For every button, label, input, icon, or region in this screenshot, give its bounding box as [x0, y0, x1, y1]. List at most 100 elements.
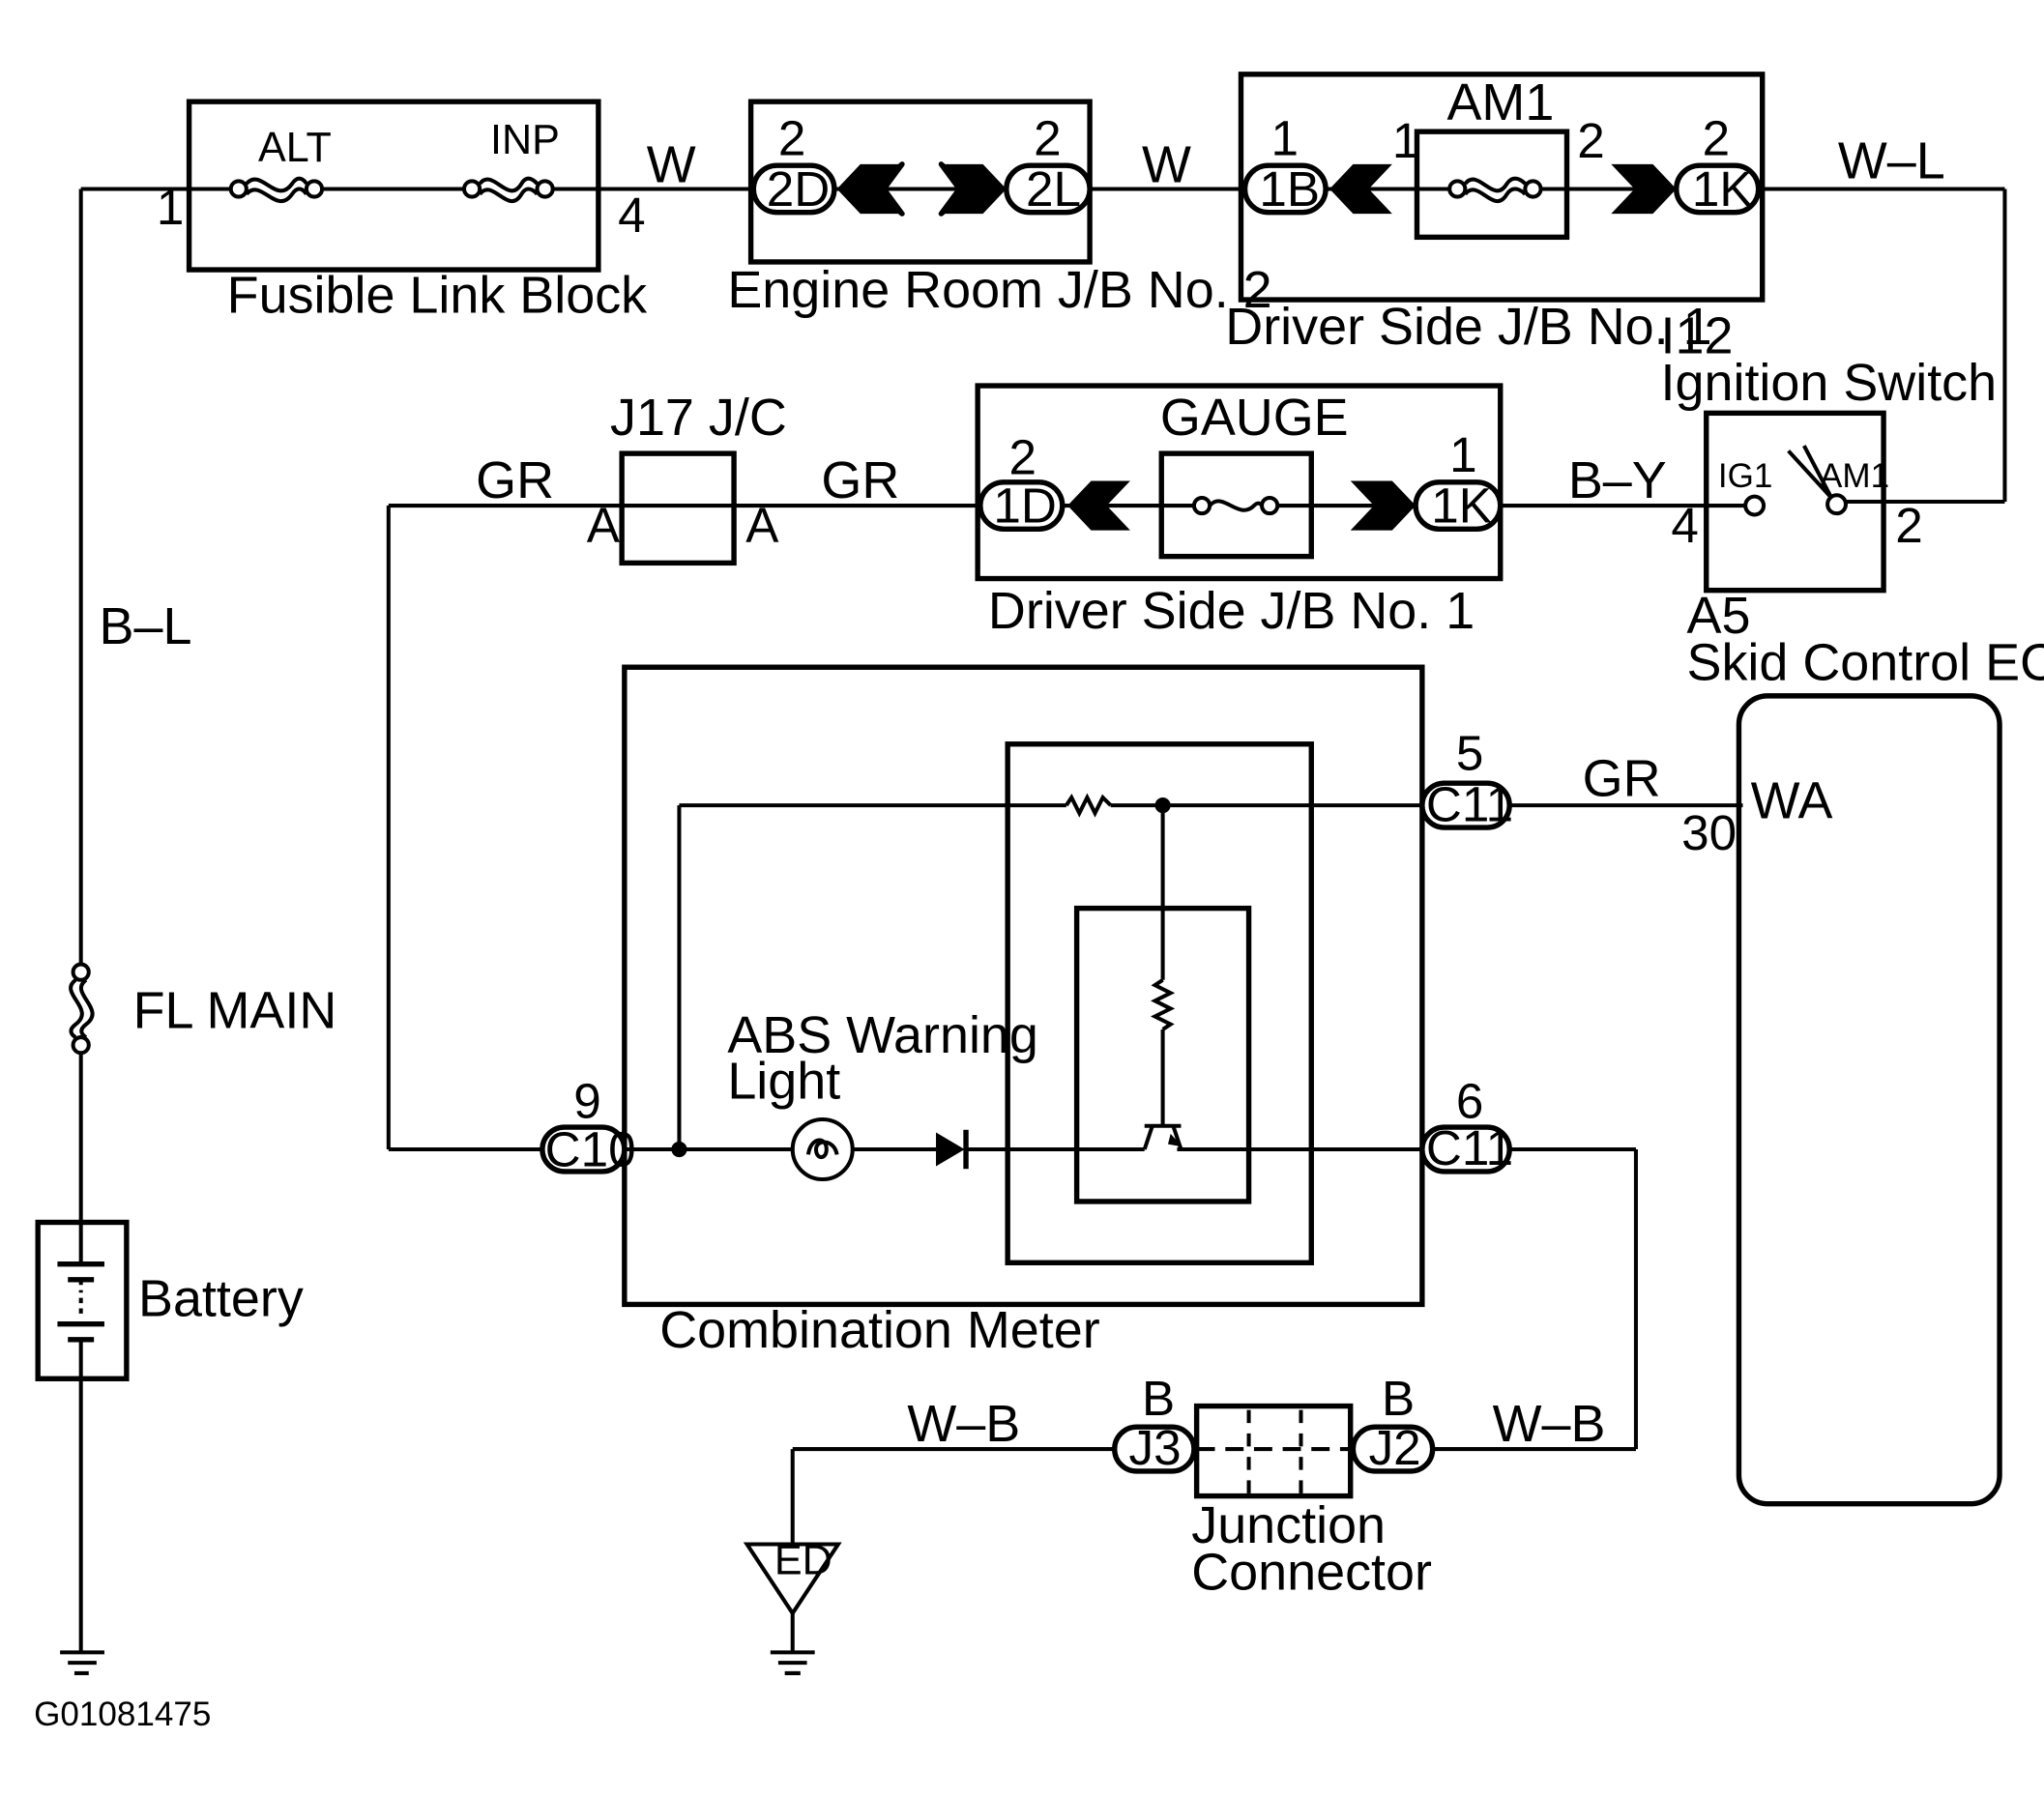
ignition-switch-id: I12 — [1661, 306, 1734, 364]
combination-meter: ABS Warning Light Combination Meter — [622, 664, 1425, 1359]
ignition-switch-label: Ignition Switch — [1661, 354, 1998, 412]
pin-label: B — [1382, 1371, 1415, 1426]
wire-color-label: GR — [1583, 750, 1661, 808]
fl-main-fuse-icon — [71, 962, 91, 982]
ground-point-label: ED — [774, 1537, 832, 1583]
ground-point-ed: ED — [743, 1537, 842, 1675]
abs-warning-light-label-2: Light — [727, 1052, 840, 1110]
pin-label: 30 — [1681, 805, 1737, 860]
ground-symbol-battery — [60, 1650, 104, 1675]
j17-junction-connector: A A J17 J/C — [587, 389, 787, 566]
connector-c11-label: C11 — [1426, 776, 1513, 831]
am1-fuse-label: AM1 — [1446, 73, 1554, 131]
inp-fuse-label: INP — [490, 117, 560, 163]
connector-2D: 2D — [767, 161, 830, 217]
pin-label: 2 — [778, 110, 805, 165]
ignition-switch: IG1 AM1 4 2 I12 Ignition Switch — [1661, 306, 1998, 594]
connector-chevron-icon — [1329, 163, 1392, 215]
pin-label: 2 — [1009, 430, 1037, 485]
resistor-icon — [1150, 978, 1176, 1031]
connector-c11-pin5: C11 5 — [1419, 726, 1513, 831]
pin-label: 9 — [573, 1074, 601, 1129]
alt-fuse-label: ALT — [258, 125, 332, 171]
gauge-fuse-icon — [1191, 495, 1280, 516]
connector-c10: C10 9 — [540, 1074, 636, 1177]
connector-chevron-icon — [1611, 163, 1677, 215]
ig1-contact-icon — [1743, 494, 1767, 517]
pin-label: 4 — [618, 188, 646, 243]
junction-connector: J3 J2 B B Junction Connector — [1112, 1371, 1436, 1602]
abs-warning-light-label: ABS Warning — [727, 1006, 1038, 1064]
wires — [78, 187, 2007, 1653]
connector-j2: J2 — [1369, 1420, 1421, 1475]
inp-fusible-link-icon — [462, 176, 555, 203]
am1-contact-icon — [1825, 493, 1849, 516]
pin-label: 5 — [1456, 726, 1484, 781]
fusible-link-block: ALT INP 1 4 Fusible Link Block — [157, 99, 648, 325]
junction-dot-icon — [671, 1141, 687, 1158]
connector-2L: 2L — [1026, 161, 1081, 217]
pin-label: 1 — [157, 180, 185, 235]
driver-side-jb-label: Driver Side J/B No. 1 — [1225, 298, 1711, 356]
wire-color-label: W–B — [1493, 1395, 1606, 1453]
engine-room-junction-block: 2D 2L 2 2 Engine Room J/B No. 2 — [727, 99, 1272, 319]
driver-side-junction-block-top: 1B 1K 1 1 2 2 AM1 Driver Side J/B No. 1 — [1225, 72, 1766, 356]
junction-connector-label-2: Connector — [1191, 1544, 1432, 1602]
transistor-icon — [1142, 1123, 1183, 1150]
wire-color-label: W — [647, 136, 696, 194]
pin-label: 6 — [1456, 1074, 1484, 1129]
figure-code: G01081475 — [34, 1696, 211, 1733]
junction-dot-icon — [1154, 797, 1171, 814]
pin-label: 2 — [1703, 110, 1731, 165]
engine-room-jb-label: Engine Room J/B No. 2 — [727, 261, 1271, 319]
ig1-terminal-label: IG1 — [1718, 457, 1773, 495]
pin-label: B — [1142, 1371, 1175, 1426]
wire-color-label: W–L — [1838, 132, 1945, 190]
alt-fusible-link-icon — [228, 176, 325, 203]
fl-main-label: FL MAIN — [133, 982, 337, 1040]
pin-label: 1 — [1270, 110, 1299, 165]
driver-side-jb-label: Driver Side J/B No. 1 — [988, 582, 1475, 640]
battery-label: Battery — [138, 1270, 304, 1328]
pin-label: 4 — [1671, 498, 1699, 553]
abs-warning-light-bulb-icon — [790, 1116, 855, 1182]
battery: Battery — [35, 1219, 304, 1381]
wire-color-label: B–Y — [1568, 451, 1667, 509]
connector-1B: 1B — [1259, 161, 1320, 217]
am1-terminal-label: AM1 — [1820, 457, 1889, 495]
pin-label: 2 — [1034, 110, 1062, 165]
skid-control-ecu: WA 30 A5 Skid Control ECU — [1681, 587, 2044, 1507]
wire-color-label: W–B — [907, 1395, 1020, 1453]
connector-chevron-icon — [1350, 480, 1416, 531]
pin-label: 2 — [1895, 498, 1923, 553]
diode-icon — [936, 1129, 969, 1170]
connector-c11-pin6: C11 6 — [1419, 1074, 1513, 1175]
ecu-label: Skid Control ECU — [1687, 634, 2044, 692]
fl-main-fusible-link: FL MAIN — [69, 962, 337, 1056]
connector-chevron-icon — [941, 163, 1007, 215]
battery-icon — [57, 1222, 104, 1379]
fusible-link-block-label: Fusible Link Block — [227, 267, 648, 325]
pin-label: 2 — [1577, 113, 1605, 168]
pin-label: A — [587, 498, 621, 553]
resistor-icon — [1065, 793, 1113, 818]
connector-1K: 1K — [1431, 478, 1492, 534]
wire-color-label: B–L — [100, 597, 192, 655]
connector-c11-label: C11 — [1426, 1120, 1513, 1175]
driver-side-junction-block-mid: 1D 1K 2 1 GAUGE Driver Side J/B No. 1 — [975, 383, 1504, 640]
wire-color-label: GR — [821, 451, 899, 509]
pin-label: A — [745, 498, 779, 553]
pin-label: 1 — [1392, 113, 1420, 168]
connector-1D: 1D — [993, 478, 1056, 534]
j17-label: J17 J/C — [610, 389, 787, 447]
wire-color-label: W — [1142, 136, 1191, 194]
gauge-fuse-label: GAUGE — [1160, 389, 1349, 447]
wire-color-label: GR — [476, 451, 554, 509]
am1-fuse-icon — [1447, 176, 1543, 203]
pin-label: 1 — [1449, 427, 1477, 482]
connector-chevron-icon — [1067, 480, 1130, 531]
connector-chevron-icon — [836, 163, 900, 215]
switch-blade-icon — [1787, 449, 1833, 500]
connector-c10-label: C10 — [545, 1122, 636, 1177]
